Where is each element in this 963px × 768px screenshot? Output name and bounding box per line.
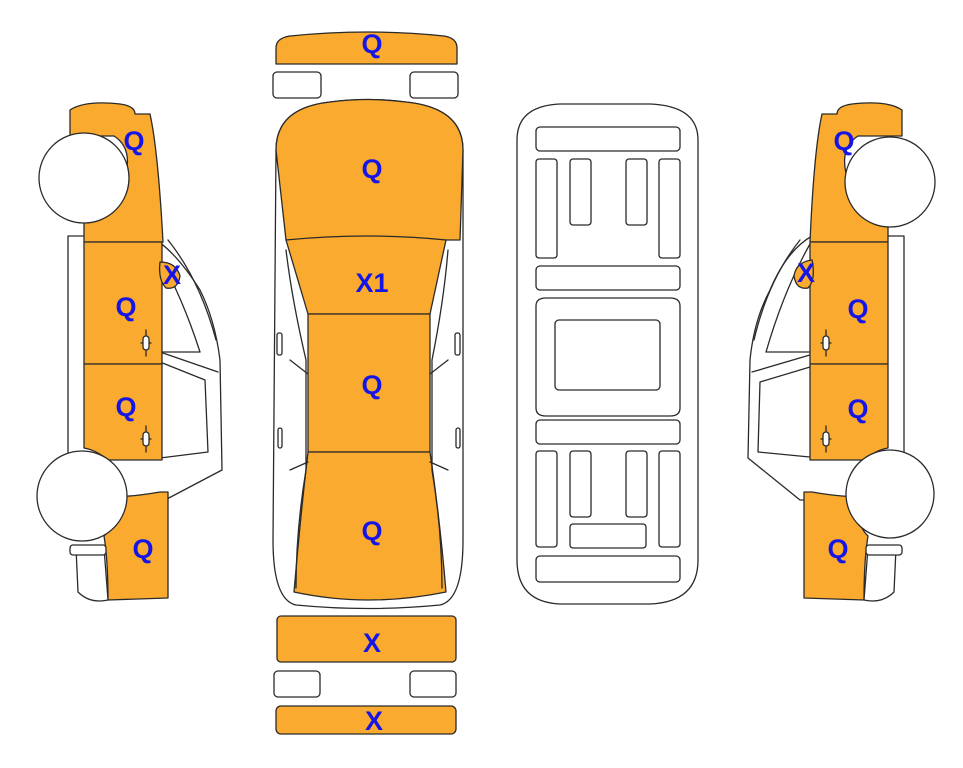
rear-bumper-label: X bbox=[363, 628, 381, 658]
left-belt-line bbox=[159, 351, 219, 373]
right-exhaust bbox=[865, 544, 903, 556]
underbody-rear-crossmember bbox=[535, 419, 681, 445]
underbody-front-left-rail bbox=[535, 158, 558, 259]
right-rear-pillar bbox=[429, 461, 449, 471]
left-rear-handle-grip bbox=[142, 431, 150, 447]
right-front-wheel bbox=[844, 136, 936, 228]
underbody-rear-box bbox=[569, 523, 647, 549]
right-rear-quarter-label: Q bbox=[827, 534, 848, 564]
right-belt-line bbox=[751, 351, 821, 373]
left-front-handle-grip bbox=[142, 335, 150, 351]
right-mirror-label: X bbox=[797, 258, 815, 288]
right-front-door-label: Q bbox=[847, 294, 868, 324]
left-rear-quarter-label: Q bbox=[132, 534, 153, 564]
hood-label: Q bbox=[361, 154, 382, 184]
top-view: Q Q X1 Q Q X X bbox=[272, 29, 464, 736]
underbody-center-tunnel bbox=[554, 319, 661, 391]
right-a-pillar bbox=[753, 239, 801, 341]
left-front-fender-label: Q bbox=[123, 126, 144, 156]
right-mirror-panel[interactable] bbox=[793, 259, 814, 289]
left-taillight bbox=[273, 670, 321, 698]
left-mirror-label: X bbox=[163, 260, 181, 290]
left-rear-wheel bbox=[36, 450, 128, 542]
underbody-mid-crossmember bbox=[535, 265, 681, 291]
hood-panel[interactable] bbox=[275, 98, 464, 241]
left-mirror-panel[interactable] bbox=[158, 261, 181, 289]
right-window-frame-rear bbox=[757, 363, 821, 459]
underbody-front-inner-right bbox=[625, 158, 648, 226]
right-mirror-top bbox=[454, 332, 461, 356]
right-taillight bbox=[409, 670, 457, 698]
left-mirror-top bbox=[276, 332, 283, 356]
left-side-view: Q X Q Q Q bbox=[36, 102, 223, 602]
right-window-frame bbox=[765, 243, 821, 353]
underbody-front-inner-left bbox=[569, 158, 592, 226]
left-rear-door-label: Q bbox=[115, 392, 136, 422]
underbody-front-right-rail bbox=[658, 158, 681, 259]
left-front-door-label: Q bbox=[115, 292, 136, 322]
underbody-rear-right-rail bbox=[658, 450, 681, 548]
left-a-pillar bbox=[167, 239, 217, 341]
rear-lower-bumper-label: X bbox=[365, 706, 383, 736]
underbody-view bbox=[516, 103, 699, 605]
underbody-rear-inner-right bbox=[625, 450, 648, 518]
left-handle-top bbox=[277, 427, 283, 449]
left-rear-pillar bbox=[289, 461, 309, 471]
left-exhaust bbox=[69, 544, 107, 556]
right-rear-wheel bbox=[845, 449, 935, 539]
right-front-handle-grip bbox=[822, 335, 830, 351]
underbody-rear-panel bbox=[535, 555, 681, 583]
rear-bumper-panel[interactable] bbox=[276, 615, 457, 663]
right-headlight bbox=[409, 71, 459, 99]
underbody-front-crossmember bbox=[535, 126, 681, 152]
right-rear-handle-grip bbox=[822, 431, 830, 447]
right-rear-door-label: Q bbox=[847, 394, 868, 424]
underbody-rear-inner-left bbox=[569, 450, 592, 518]
windshield-panel[interactable] bbox=[285, 235, 447, 315]
right-handle-top bbox=[455, 427, 461, 449]
roof-label: Q bbox=[361, 370, 382, 400]
right-side-glass bbox=[431, 249, 449, 589]
right-front-fender-label: Q bbox=[833, 126, 854, 156]
rear-lower-bumper-panel[interactable] bbox=[275, 705, 457, 735]
right-pillar-line bbox=[429, 359, 449, 375]
windshield-label: X1 bbox=[355, 268, 388, 298]
left-headlight bbox=[272, 71, 322, 99]
left-pillar-line bbox=[289, 359, 309, 375]
left-window-frame-rear bbox=[159, 361, 209, 459]
left-rear-bumper-end bbox=[75, 547, 109, 602]
left-front-wheel bbox=[38, 132, 130, 224]
trunk-label: Q bbox=[361, 516, 382, 546]
right-rear-bumper-end bbox=[863, 547, 897, 602]
front-bumper-panel[interactable] bbox=[275, 31, 458, 65]
left-side-glass bbox=[285, 249, 307, 589]
front-bumper-label: Q bbox=[361, 29, 382, 59]
underbody-rear-left-rail bbox=[535, 450, 558, 548]
right-side-view: Q X Q Q Q bbox=[747, 102, 936, 602]
